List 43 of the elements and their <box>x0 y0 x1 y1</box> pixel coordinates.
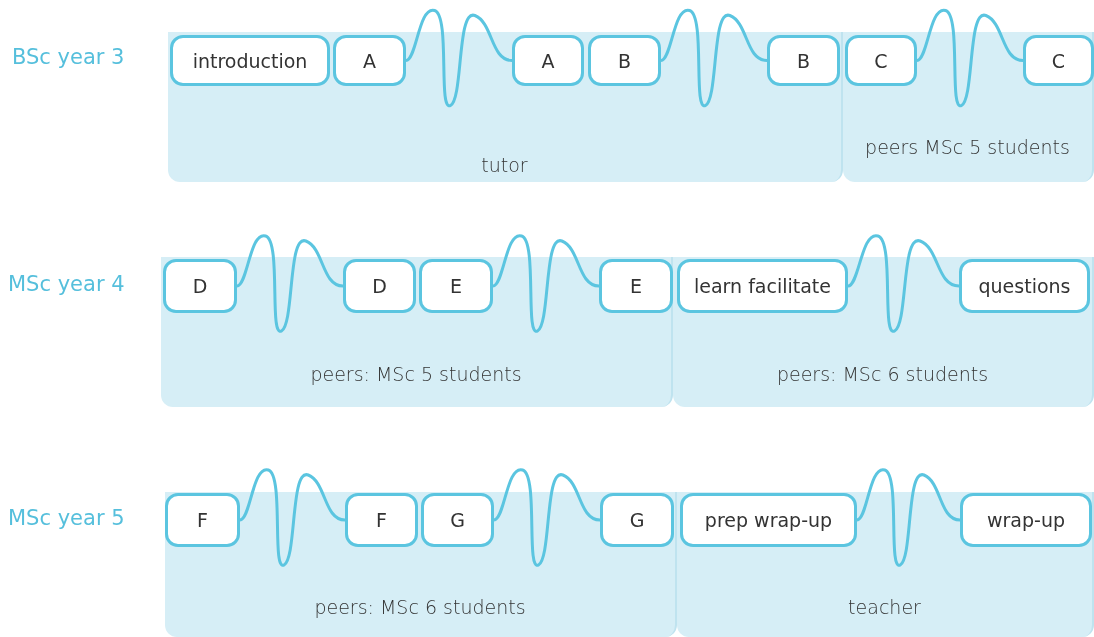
squiggle-connector <box>493 468 601 567</box>
step-box: A <box>512 35 584 86</box>
step-box: learn facilitate <box>677 259 848 313</box>
step-box: F <box>165 493 240 547</box>
lane-label: peers: MSc 6 students <box>313 595 527 620</box>
step-box: E <box>599 259 673 313</box>
step-box: G <box>600 493 674 547</box>
squiggle-connector <box>405 9 513 107</box>
step-box: prep wrap-up <box>680 493 857 547</box>
squiggle-connector <box>239 468 346 567</box>
lane-band <box>168 32 843 182</box>
step-box: wrap-up <box>960 493 1092 547</box>
squiggle-connector <box>847 234 960 333</box>
step-box: C <box>1023 35 1094 86</box>
squiggle-connector <box>856 468 961 567</box>
step-box: D <box>343 259 416 313</box>
step-box: F <box>345 493 418 547</box>
step-box: B <box>588 35 661 86</box>
lane-label: peers: MSc 6 students <box>775 362 990 387</box>
step-box: D <box>163 259 237 313</box>
row-label: BSc year 3 <box>12 45 125 69</box>
squiggle-connector <box>236 234 344 333</box>
squiggle-connector <box>916 9 1024 107</box>
lane-band <box>677 492 1094 637</box>
row-label: MSc year 5 <box>8 506 125 530</box>
lane-band <box>843 32 1094 182</box>
lane-label: peers MSc 5 students <box>864 135 1071 160</box>
squiggle-connector <box>660 9 768 107</box>
step-box: questions <box>959 259 1090 313</box>
step-box: introduction <box>170 35 330 86</box>
step-box: G <box>421 493 494 547</box>
step-box: E <box>419 259 493 313</box>
lane-label: teacher <box>847 595 922 620</box>
squiggle-connector <box>492 234 600 333</box>
step-box: A <box>333 35 406 86</box>
lane-label: tutor <box>480 153 529 178</box>
step-box: B <box>767 35 840 86</box>
row-label: MSc year 4 <box>8 272 125 296</box>
step-box: C <box>845 35 917 86</box>
lane-label: peers: MSc 5 students <box>309 362 523 387</box>
lane-band <box>165 492 677 637</box>
lane-band <box>161 257 673 407</box>
lane-band <box>673 257 1094 407</box>
